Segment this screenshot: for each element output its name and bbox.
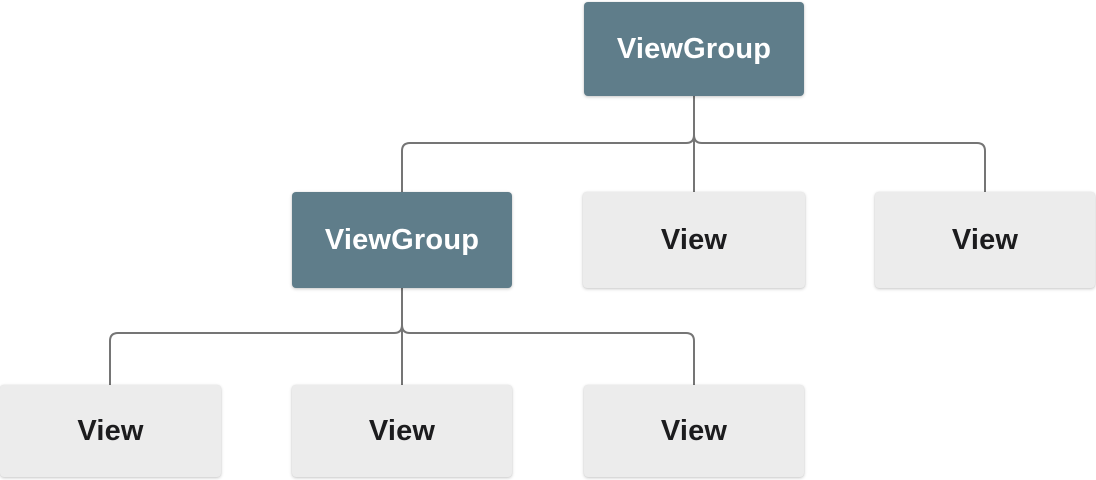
node-view-grandchild-1: View xyxy=(0,385,221,477)
node-label: ViewGroup xyxy=(616,32,772,65)
node-view-grandchild-2: View xyxy=(292,385,512,477)
node-label: View xyxy=(368,414,436,447)
node-view-child-1: View xyxy=(583,192,805,288)
edge-child-viewgroup-to-grandchild-view-3 xyxy=(401,288,695,385)
edge-child-viewgroup-to-grandchild-view-1 xyxy=(109,288,403,385)
node-label: View xyxy=(77,414,144,447)
node-view-grandchild-3: View xyxy=(584,385,804,477)
edge-root-to-child-viewgroup xyxy=(401,96,695,192)
node-viewgroup-root: ViewGroup xyxy=(584,2,804,96)
node-viewgroup-child: ViewGroup xyxy=(292,192,512,288)
edge-root-to-child-view-2 xyxy=(693,96,986,192)
node-label: View xyxy=(951,223,1019,256)
node-label: View xyxy=(660,223,728,256)
node-label: View xyxy=(660,414,728,447)
node-label: ViewGroup xyxy=(324,223,480,256)
node-view-child-2: View xyxy=(875,192,1095,288)
